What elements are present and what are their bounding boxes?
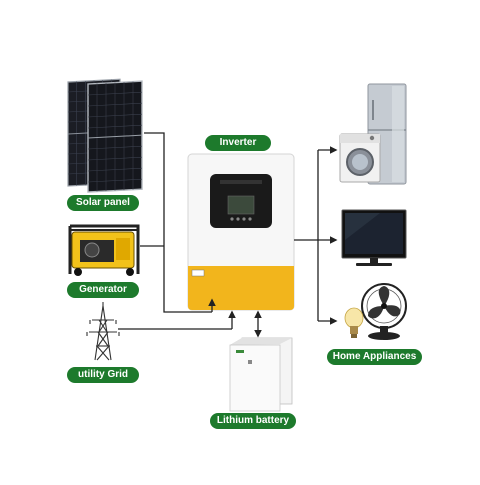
- fan-icon: [361, 283, 407, 340]
- lithium-battery-label: Lithium battery: [210, 413, 296, 429]
- utility-grid-label: utility Grid: [67, 367, 139, 383]
- lithium-battery-icon: [229, 337, 293, 412]
- solar-panel-icon: [67, 78, 143, 193]
- generator-label: Generator: [67, 282, 139, 298]
- generator-icon: [68, 224, 140, 276]
- inverter-label: Inverter: [205, 135, 271, 151]
- light-bulb-icon: [344, 307, 364, 338]
- solar-panel-label: Solar panel: [67, 195, 139, 211]
- connector-lines: [118, 132, 338, 338]
- washing-machine-icon: [339, 133, 381, 183]
- inverter-icon: [187, 153, 295, 311]
- utility-grid-tower-icon: [86, 302, 120, 361]
- television-icon: [341, 209, 407, 266]
- home-appliances-label: Home Appliances: [327, 349, 422, 365]
